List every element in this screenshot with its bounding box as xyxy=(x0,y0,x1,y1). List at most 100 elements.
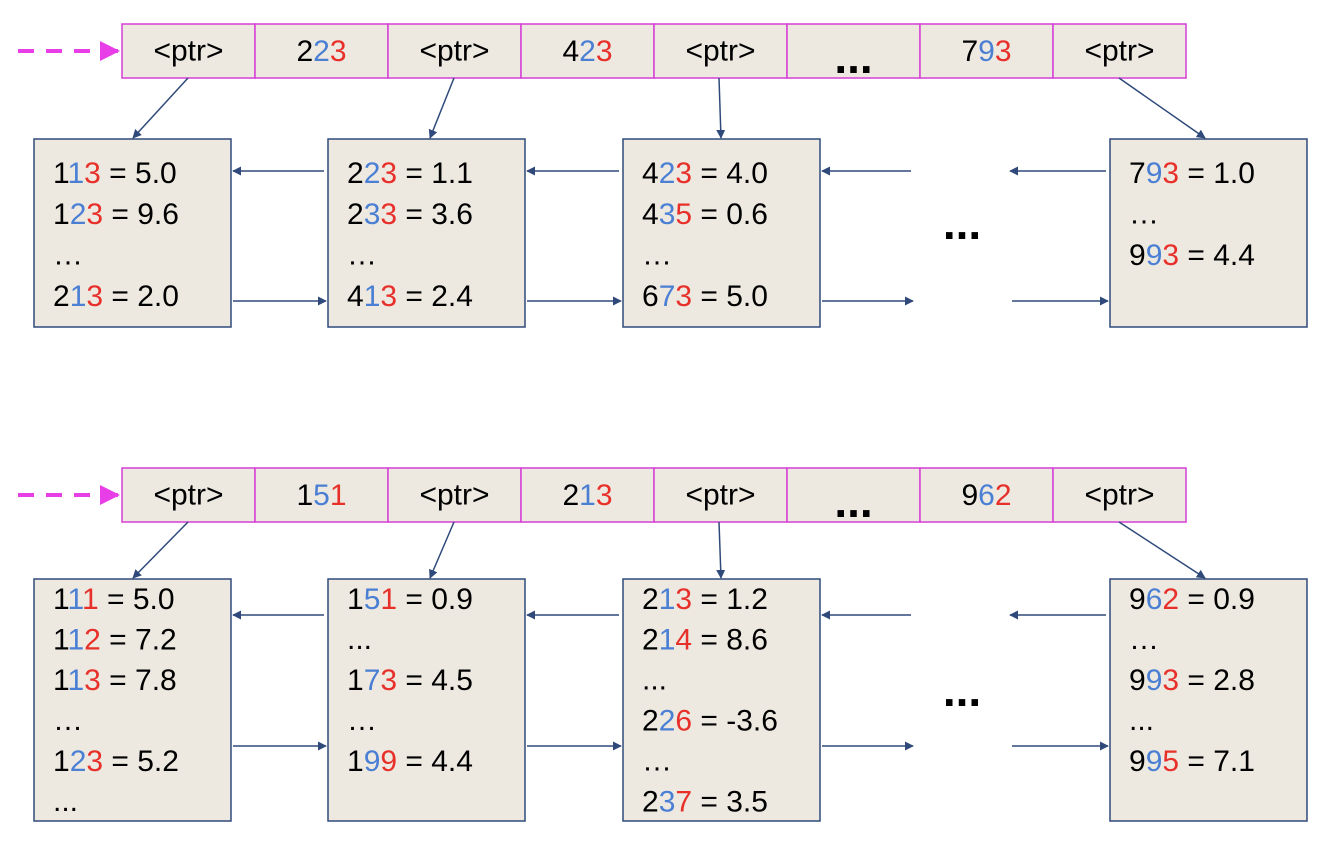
key-digit: 1 xyxy=(53,664,69,697)
entry-value: = 0.9 xyxy=(397,583,473,616)
key-digit: 1 xyxy=(347,745,364,778)
key-digit: 2 xyxy=(659,157,676,190)
key-digit: 7 xyxy=(364,664,381,697)
index-cell-ptr: <ptr> xyxy=(121,23,256,79)
key-digit: 2 xyxy=(642,785,659,818)
index-cell-ptr: <ptr> xyxy=(387,467,522,523)
key-digit: 7 xyxy=(659,280,676,313)
index-cell-key: 223 xyxy=(254,23,389,79)
index-cell-key: 962 xyxy=(919,467,1054,523)
bucket-entry: 413 = 2.4 xyxy=(347,280,473,313)
index-key: 793 xyxy=(961,35,1011,68)
key-digit: 6 xyxy=(642,280,659,313)
key-digit: 4 xyxy=(347,280,364,313)
key-digit: 9 xyxy=(1129,664,1146,697)
key-digit: 1 xyxy=(579,479,596,512)
index-cell-box xyxy=(520,467,655,523)
key-digit: 2 xyxy=(562,479,579,512)
key-digit: 3 xyxy=(1162,239,1179,272)
bucket-ellipsis: ... xyxy=(347,623,372,656)
index-cell-box xyxy=(254,23,389,79)
index-cell-box xyxy=(1052,23,1187,79)
ptr-label: <ptr> xyxy=(419,35,489,68)
entry-value: = 1.2 xyxy=(692,583,768,616)
index-cell-ellipsis: ... xyxy=(786,467,921,527)
index-cell-box xyxy=(387,23,522,79)
key-digit: 4 xyxy=(562,35,579,68)
key-digit: 3 xyxy=(380,157,397,190)
bucket-chain-ellipsis: ... xyxy=(943,664,981,716)
key-digit: 6 xyxy=(675,704,692,737)
key-digit: 3 xyxy=(675,280,692,313)
key-digit: 5 xyxy=(364,583,381,616)
key-digit: 3 xyxy=(84,664,101,697)
bucket-ellipsis: … xyxy=(347,239,377,272)
pointer-arrow xyxy=(132,77,189,139)
key-digit: 3 xyxy=(380,198,397,231)
key-digit: 3 xyxy=(84,157,101,190)
key-digit: 3 xyxy=(995,35,1012,68)
ptr-label: <ptr> xyxy=(685,35,755,68)
entry-value: = 4.5 xyxy=(397,664,473,697)
index-cell-box xyxy=(1052,467,1187,523)
index-cell-ptr: <ptr> xyxy=(653,23,788,79)
key-digit: 9 xyxy=(364,745,381,778)
index-cell-ptr: <ptr> xyxy=(1052,23,1187,79)
entry-value: = 2.8 xyxy=(1179,664,1255,697)
key-digit: 1 xyxy=(53,157,69,190)
key-digit: 3 xyxy=(380,664,397,697)
bucket-entry: 151 = 0.9 xyxy=(347,583,473,616)
bucket-entry: 962 = 0.9 xyxy=(1129,583,1255,616)
key-digit: 7 xyxy=(1129,157,1146,190)
key-digit: 2 xyxy=(642,704,659,737)
bucket: 793 = 1.0…993 = 4.4 xyxy=(1109,138,1308,328)
index-cell-ptr: <ptr> xyxy=(653,467,788,523)
key-digit: 2 xyxy=(84,623,101,656)
bucket-ellipsis: ... xyxy=(642,664,667,697)
index-key: 962 xyxy=(961,479,1011,512)
key-digit: 1 xyxy=(380,583,397,616)
ptr-label: <ptr> xyxy=(153,479,223,512)
index-cell-box xyxy=(387,467,522,523)
key-digit: 3 xyxy=(675,157,692,190)
key-digit: 1 xyxy=(53,623,69,656)
index-cell-box xyxy=(786,23,921,79)
index-cell-key: 151 xyxy=(254,467,389,523)
bucket-chain-ellipsis: ... xyxy=(943,197,981,249)
key-digit: 3 xyxy=(364,198,381,231)
key-digit: 1 xyxy=(659,623,676,656)
bucket-ellipsis: … xyxy=(642,239,672,272)
key-digit: 9 xyxy=(978,35,995,68)
key-digit: 7 xyxy=(961,35,978,68)
key-digit: 5 xyxy=(313,479,330,512)
bucket-entry: 435 = 0.6 xyxy=(642,198,768,231)
key-digit: 1 xyxy=(659,583,676,616)
key-digit: 2 xyxy=(347,198,364,231)
bucket-entry: 113 = 5.0 xyxy=(53,157,177,190)
key-digit: 9 xyxy=(380,745,397,778)
entry-value: = 9.6 xyxy=(103,198,179,231)
entry-value: = 7.8 xyxy=(101,664,177,697)
key-digit: 6 xyxy=(978,479,995,512)
key-digit: 2 xyxy=(70,745,87,778)
entry-value: = 2.4 xyxy=(397,280,473,313)
key-digit: 3 xyxy=(596,35,613,68)
entry-value: = 2.0 xyxy=(103,280,179,313)
diagram-bottom: <ptr>151<ptr>213<ptr>...962<ptr>111 = 5.… xyxy=(18,467,1308,822)
bucket-entry: 213 = 2.0 xyxy=(53,280,179,313)
key-digit: 9 xyxy=(1146,745,1163,778)
bucket-entry: 214 = 8.6 xyxy=(642,623,768,656)
entry-value: = 1.0 xyxy=(1179,157,1255,190)
key-digit: 2 xyxy=(296,35,313,68)
bucket-ellipsis: ... xyxy=(1129,704,1154,737)
pointer-arrow xyxy=(429,521,455,579)
index-cell-box xyxy=(653,23,788,79)
key-digit: 1 xyxy=(330,479,347,512)
entry-value: = 3.5 xyxy=(692,785,768,818)
bucket-entry: 423 = 4.0 xyxy=(642,157,768,190)
bucket-entry: 199 = 4.4 xyxy=(347,745,473,778)
bucket-box xyxy=(327,138,526,328)
index-key: 223 xyxy=(296,35,346,68)
ptr-label: <ptr> xyxy=(153,35,223,68)
